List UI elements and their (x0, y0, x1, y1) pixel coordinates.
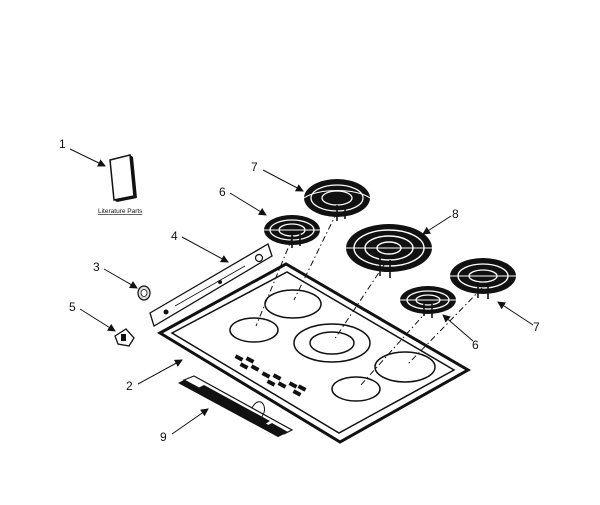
callout-8: 8 (452, 207, 459, 221)
burner-element-medium-right (450, 258, 516, 299)
callout-1: 1 (59, 137, 66, 151)
burner-element-medium-top (303, 179, 371, 221)
callout-5: 5 (69, 300, 76, 314)
alignment-line (359, 309, 429, 387)
leader-line-9 (171, 408, 209, 435)
leader-line-4 (181, 236, 229, 263)
leader-line-2 (137, 359, 183, 385)
control-board (178, 375, 294, 437)
literature-parts-booklet (109, 154, 137, 202)
callout-3: 3 (93, 260, 100, 274)
callout-4: 4 (171, 229, 178, 243)
callout-7-right: 7 (533, 320, 540, 334)
leader-line-3 (103, 268, 138, 289)
clip-part (137, 285, 151, 301)
burner-element-small-right (400, 286, 456, 318)
leader-line-8 (422, 215, 452, 235)
alignment-line (333, 261, 387, 341)
burner-element-small-left (264, 215, 320, 248)
callout-9: 9 (160, 430, 167, 444)
leader-line-6b (442, 314, 474, 342)
callout-7-top: 7 (251, 160, 258, 174)
alignment-line (293, 211, 338, 301)
cooktop-glass (156, 262, 472, 444)
alignment-line (407, 287, 483, 365)
literature-parts-label: Literature Parts (98, 208, 143, 215)
alignment-line (255, 235, 294, 327)
leader-line-7a (262, 169, 304, 192)
leader-line-5 (79, 308, 116, 332)
leader-line-6a (229, 192, 267, 216)
leader-line-7b (497, 301, 534, 326)
leader-line-1 (69, 148, 106, 167)
callout-2: 2 (126, 379, 133, 393)
callout-6-right: 6 (472, 338, 479, 352)
bracket-strip (149, 243, 273, 327)
burner-element-large (346, 224, 432, 278)
callout-6-left: 6 (219, 185, 226, 199)
connector-part (114, 328, 135, 347)
